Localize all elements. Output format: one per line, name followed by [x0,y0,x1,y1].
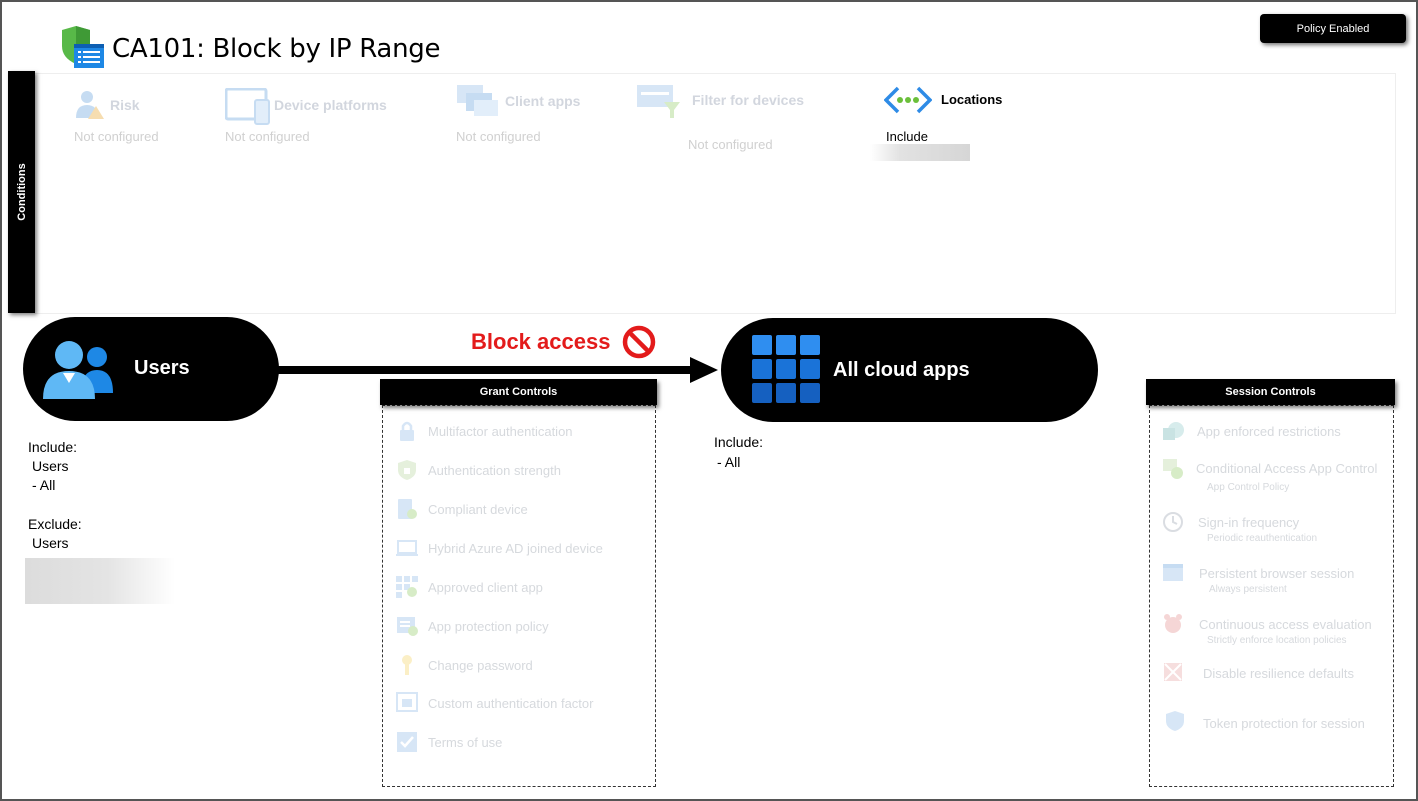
key-icon [402,655,412,675]
grant-custom-factor-label: Custom authentication factor [428,696,594,711]
session-persistent-browser-label: Persistent browser session [1199,566,1355,581]
session-persistent-browser-sub: Always persistent [1209,584,1287,595]
compliant-device-icon [398,499,417,519]
condition-device-platforms-status: Not configured [225,129,310,144]
grant-auth-strength-label: Authentication strength [428,463,561,478]
flow-arrow-line [278,366,694,374]
users-icon [43,341,113,399]
clock-icon [1163,512,1183,532]
apps-include-heading: Include: [714,434,764,450]
condition-client-apps-label: Client apps [505,93,581,109]
lock-icon [400,421,414,441]
session-cae-label: Continuous access evaluation [1199,617,1372,632]
sharepoint-icon [1163,422,1184,440]
condition-filter-devices-label: Filter for devices [692,92,805,108]
grant-controls-header: Grant Controls [380,379,657,405]
session-signin-frequency-sub: Periodic reauthentication [1207,533,1318,544]
users-label: Users [134,357,190,379]
token-shield-icon [1166,711,1184,731]
condition-device-platforms-label: Device platforms [274,97,387,113]
risk-icon [76,91,104,119]
users-include-type: Users [32,458,69,474]
session-controls-panel [1149,405,1394,787]
users-exclude-type: Users [32,535,69,551]
flow-arrow-head [690,357,718,383]
device-platforms-icon [225,88,270,125]
grant-mfa-label: Multifactor authentication [428,424,573,439]
laptop-icon [396,540,418,556]
grant-app-protection-label: App protection policy [428,619,549,634]
condition-client-apps-status: Not configured [456,129,541,144]
session-token-protection-label: Token protection for session [1203,716,1365,731]
grant-hybrid-joined-label: Hybrid Azure AD joined device [428,541,603,556]
session-app-control-label: Conditional Access App Control [1196,461,1378,476]
client-apps-icon [457,85,498,116]
cae-icon [1164,614,1182,633]
block-icon [622,325,656,359]
grant-change-password-label: Change password [428,658,533,673]
condition-filter-devices-status: Not configured [688,137,773,152]
grant-compliant-device-label: Compliant device [428,502,528,517]
conditions-tab: Conditions [8,71,35,313]
users-exclude-heading: Exclude: [28,516,82,532]
cloud-apps-label: All cloud apps [833,359,970,381]
custom-factor-icon [396,692,418,712]
condition-locations-label: Locations [941,92,1003,107]
session-cae-sub: Strictly enforce location policies [1207,635,1347,646]
cloud-apps-node[interactable]: All cloud apps [721,318,1098,422]
session-controls-header: Session Controls [1146,379,1395,405]
terms-of-use-icon [397,732,417,752]
condition-risk-status: Not configured [74,129,159,144]
grant-terms-of-use-label: Terms of use [428,735,503,750]
users-node[interactable]: Users [23,317,279,421]
session-app-control-sub: App Control Policy [1207,482,1290,493]
grant-approved-app-label: Approved client app [428,580,543,595]
condition-locations-status: Include [886,129,928,144]
apps-include-value: - All [717,454,741,470]
locations-redacted-value [870,144,970,161]
browser-icon [1163,564,1183,581]
policy-shield-icon [62,26,104,68]
app-protection-icon [397,617,418,636]
session-app-enforced-label: App enforced restrictions [1197,424,1341,439]
policy-status-badge: Policy Enabled [1260,14,1406,43]
block-access-label: Block access [471,329,611,354]
conditions-tab-label: Conditions [15,163,28,221]
users-exclude-redacted [25,558,175,604]
filter-devices-icon [637,85,680,118]
approved-app-icon [396,576,418,598]
app-grid-icon [752,335,820,403]
locations-icon [884,86,932,114]
users-include-heading: Include: [28,439,78,455]
shield-lock-icon [398,460,416,480]
page-title: CA101: Block by IP Range [112,34,441,64]
session-resilience-label: Disable resilience defaults [1203,666,1355,681]
app-control-icon [1163,459,1183,479]
condition-risk-label: Risk [110,97,140,113]
session-signin-frequency-label: Sign-in frequency [1198,515,1300,530]
grant-controls-panel [382,405,656,787]
users-include-value: - All [32,477,56,493]
resilience-icon [1164,663,1182,681]
